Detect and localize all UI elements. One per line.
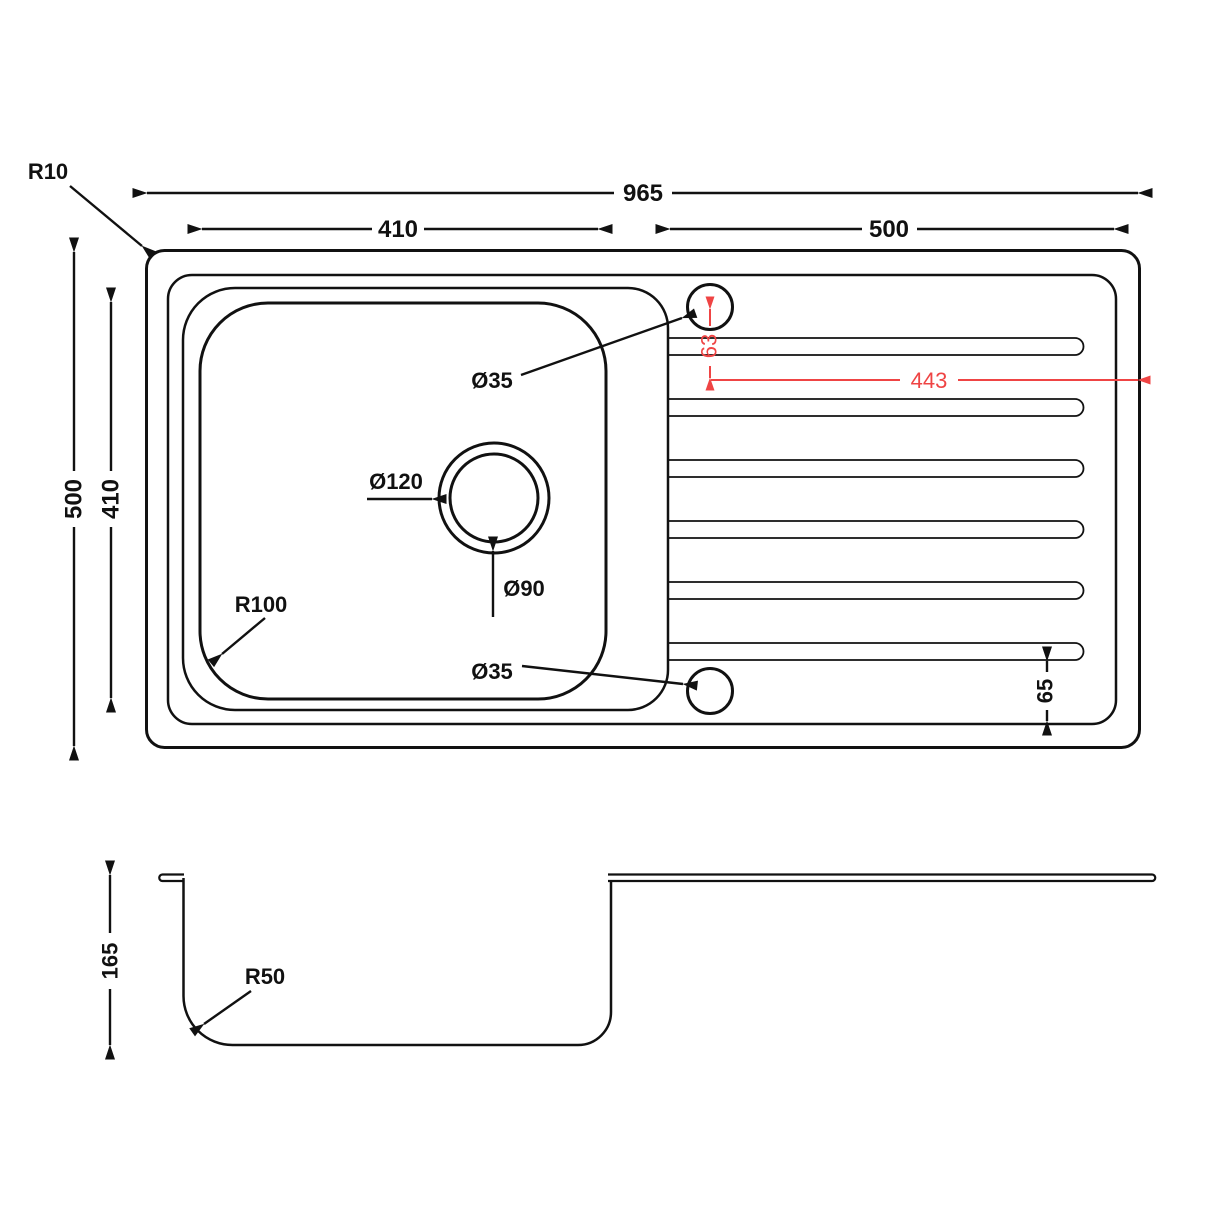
label-rim-radius: R10 xyxy=(28,159,68,184)
drainer-groove xyxy=(669,581,1085,600)
dim-bowl-depth: 410 xyxy=(98,479,125,519)
drain-hole-inner-circle xyxy=(448,452,540,544)
tap-hole-top xyxy=(686,283,734,331)
bowl-inner-edge xyxy=(198,301,608,701)
dimensions-black: 965 410 500 500 410 65 xyxy=(61,180,1153,761)
tap-hole-bottom xyxy=(686,667,734,715)
dim-bowl-depth-section: 165 xyxy=(98,943,123,980)
drainer-groove xyxy=(669,459,1085,478)
dimensions-red: 63 443 xyxy=(697,296,1151,393)
leader-section-radius xyxy=(189,990,252,1037)
section-bowl-profile xyxy=(182,878,613,1047)
section-left-lip xyxy=(158,873,184,883)
dim-bowl-width: 410 xyxy=(378,216,418,243)
dim-overall-width: 965 xyxy=(623,180,663,207)
drainer-groove xyxy=(669,337,1085,356)
callouts: R10 Ø35 Ø120 Ø90 R100 Ø35 xyxy=(28,159,698,691)
leader-rim-radius xyxy=(69,185,157,260)
leader-tap-hole-top xyxy=(520,308,698,377)
dim-drainer-width: 500 xyxy=(869,216,909,243)
section-view: 165 R50 xyxy=(98,860,1157,1060)
drainer-groove xyxy=(669,520,1085,539)
section-drainer-profile xyxy=(608,873,1157,883)
sink-inner-rim-edge xyxy=(166,273,1118,726)
leader-tap-hole-bottom xyxy=(521,664,698,691)
dim-tap-offset-horizontal: 443 xyxy=(911,368,948,393)
dim-groove-offset: 65 xyxy=(1033,679,1058,703)
top-view xyxy=(145,249,1141,749)
drain-hole-outer-circle xyxy=(437,441,551,555)
label-section-radius: R50 xyxy=(245,964,285,989)
label-tap-hole-bottom: Ø35 xyxy=(471,659,513,684)
dim-overall-depth: 500 xyxy=(61,479,88,519)
drainer-groove xyxy=(669,398,1085,417)
bowl-outer-edge xyxy=(181,286,670,712)
label-tap-hole-top: Ø35 xyxy=(471,368,513,393)
label-bowl-radius: R100 xyxy=(235,592,288,617)
sink-outer-edge xyxy=(145,249,1141,749)
drainer-groove xyxy=(669,642,1085,661)
label-drain-outer: Ø120 xyxy=(369,469,423,494)
dim-tap-offset-vertical: 63 xyxy=(697,334,722,358)
leader-bowl-radius xyxy=(207,617,266,668)
drainer-grooves xyxy=(669,337,1085,661)
label-drain-inner: Ø90 xyxy=(503,576,545,601)
